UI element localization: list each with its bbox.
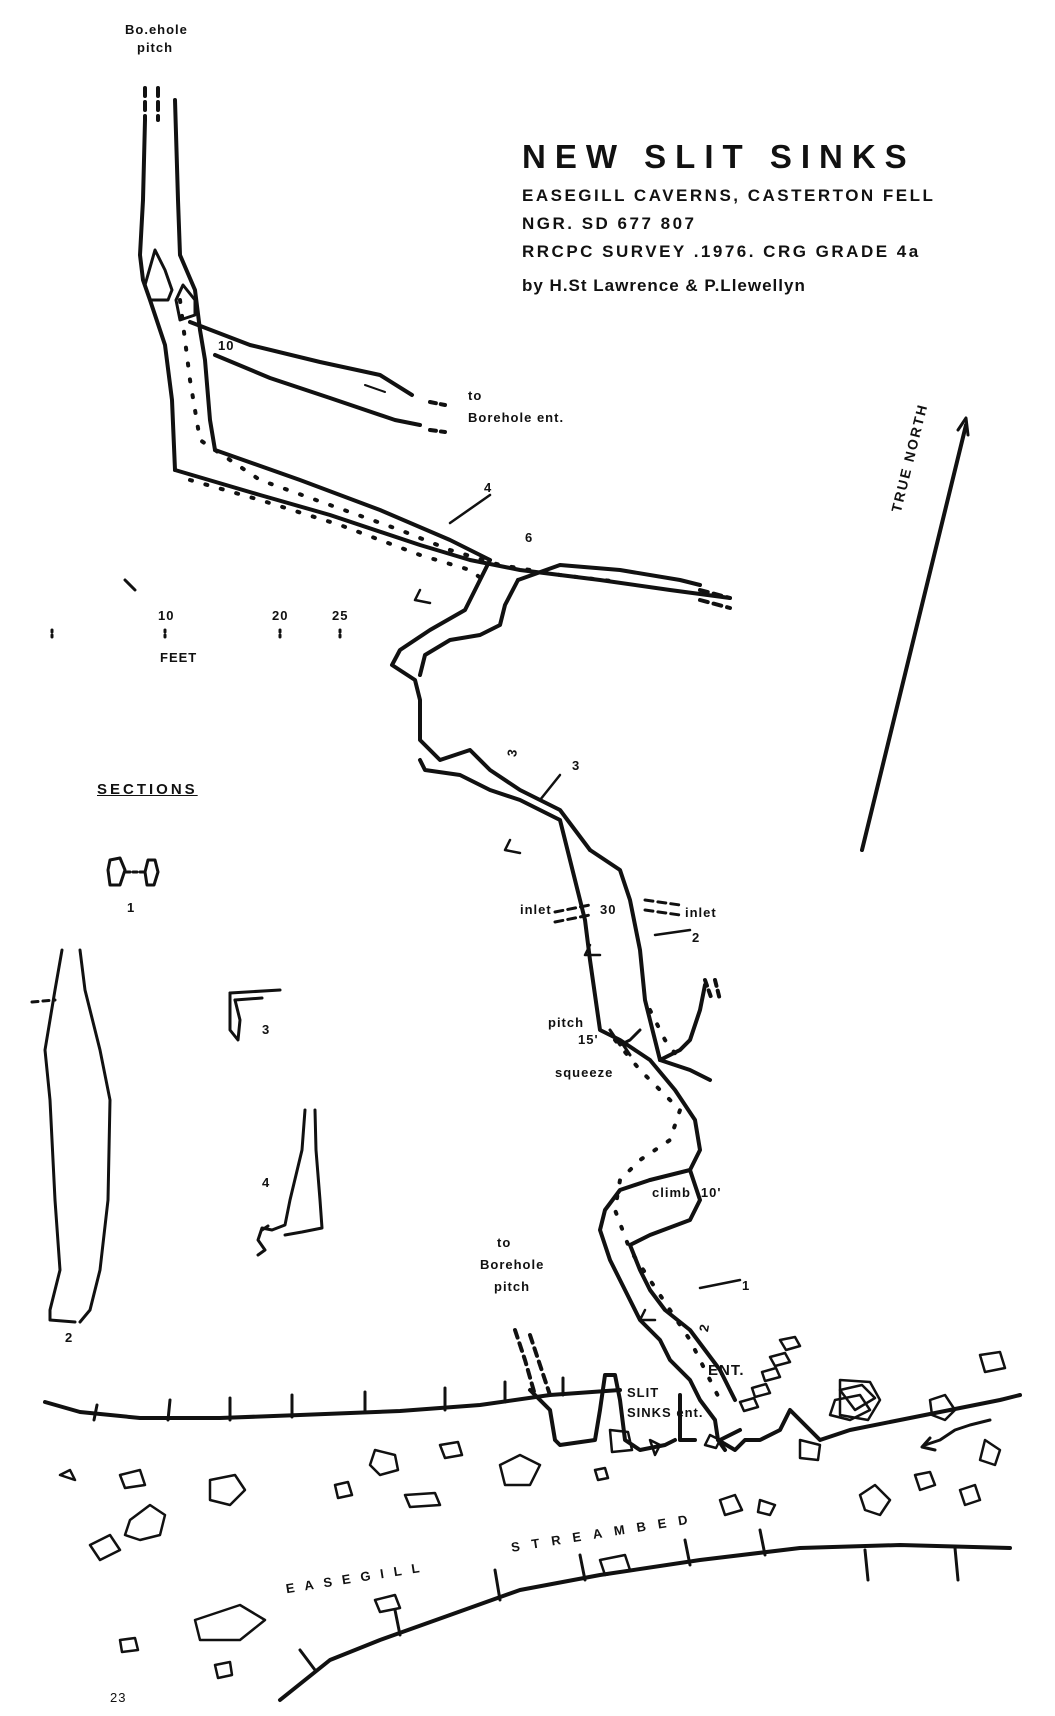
entrance-blocks [738,1335,802,1413]
scale-unit-label: FEET [160,650,198,665]
slit-sinks-ent-label-2: SINKS ent. [627,1405,704,1420]
inlet-right-label: inlet [685,905,717,920]
section-drawings [30,856,324,1324]
section-label: 4 [262,1175,271,1190]
cross-section-number: 4 [484,480,493,495]
height-label: 30 [600,902,617,917]
borehole-pitch-label-1: Bo.ehole [125,22,188,37]
page-mark: 23 [110,1690,127,1705]
borehole-pitch-label-2: pitch [137,40,174,55]
location-line: EASEGILL CAVERNS, CASTERTON FELL [522,186,936,205]
inlets [553,898,682,924]
borehole-pitch-passage [138,86,217,472]
cross-section-number: 3 [572,758,581,773]
ent-label: ENT. [708,1362,745,1379]
to-borehole-ent-label-1: to [468,388,483,403]
to-borehole-pitch-label-3: pitch [494,1279,531,1294]
section-label: 1 [127,900,136,915]
survey-grade-line: RRCPC SURVEY .1976. CRG GRADE 4a [522,242,921,261]
to-borehole-ent-label-2: Borehole ent. [468,410,565,425]
section-label: 3 [262,1022,271,1037]
main-passage [173,448,737,1452]
to-borehole-pitch-label-2: Borehole [480,1257,545,1272]
height-label: 6 [525,530,534,545]
to-borehole-pitch-label-1: to [497,1235,512,1250]
sediment-dots [178,298,722,1402]
scale-tick-label: 10 [158,608,175,623]
scale-tick-label: 25 [332,608,349,623]
climb-label: climb -10' [652,1185,722,1200]
inlet-left-label: inlet [520,902,552,917]
cross-section-number: 1 [742,1278,751,1293]
north-arrow [860,416,970,852]
grid-reference-line: NGR. SD 677 807 [522,214,697,233]
section-label: 2 [65,1330,74,1345]
cross-section-marks [413,493,742,1322]
map-title: NEW SLIT SINKS [522,138,916,175]
squeeze-label: squeeze [555,1065,614,1080]
side-passage-to-borehole [188,320,447,434]
slit-sinks-ent-label-1: SLIT [627,1385,660,1400]
cross-section-number: 2 [692,930,701,945]
streambank-lower [278,1528,1012,1702]
scale-bar [50,578,342,640]
streambed-boulders [58,1350,1007,1680]
flow-arrow [920,1418,992,1452]
scale-tick-label: 20 [272,608,289,623]
height-label: 10 [218,338,235,353]
pitch-depth-label: 15' [578,1032,599,1047]
pitch-label: pitch [548,1015,585,1030]
pitch-squeeze-detail [608,1028,642,1057]
sections-heading: SECTIONS [97,781,198,798]
streambank-upper [43,1376,622,1422]
surveyors-line: by H.St Lawrence & P.Llewellyn [522,276,806,295]
entrance-passages [513,1328,1022,1452]
